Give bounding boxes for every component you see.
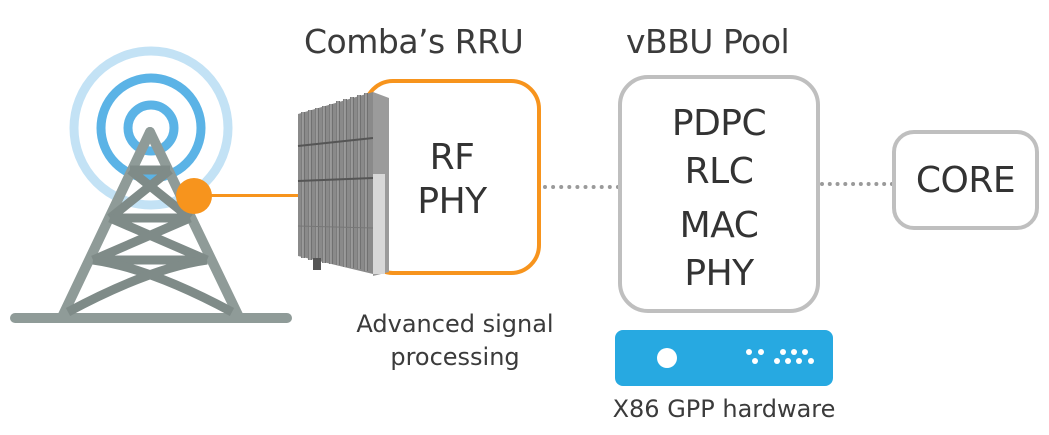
rru-caption-line-2: processing — [390, 343, 520, 371]
vbbu-box: PDPC RLC MAC PHY — [618, 75, 820, 313]
vbbu-line-rlc: RLC — [684, 151, 754, 192]
rru-title: Comba’s RRU — [304, 22, 524, 61]
rru-line-phy: PHY — [417, 181, 487, 222]
rru-caption-line-1: Advanced signal — [356, 310, 554, 338]
rru-line-rf: RF — [429, 137, 475, 178]
hardware-caption: X86 GPP hardware — [612, 395, 836, 423]
rru-box: RF PHY — [363, 79, 541, 275]
rru-device-icon — [297, 92, 389, 276]
server-rack-icon — [615, 330, 833, 386]
vbbu-line-pdpc: PDPC — [671, 103, 767, 144]
radio-tower-icon — [10, 46, 292, 323]
vbbu-to-core-link — [820, 182, 894, 186]
vbbu-line-mac: MAC — [679, 205, 759, 246]
rru-caption: Advanced signal processing — [330, 308, 580, 374]
core-label: CORE — [915, 160, 1016, 201]
antenna-port-node — [176, 178, 212, 214]
vbbu-line-phy: PHY — [684, 253, 754, 294]
tower-to-rru-connector — [195, 194, 300, 197]
rru-to-vbbu-link — [543, 185, 620, 189]
vbbu-title: vBBU Pool — [626, 22, 790, 61]
core-box: CORE — [892, 130, 1039, 230]
